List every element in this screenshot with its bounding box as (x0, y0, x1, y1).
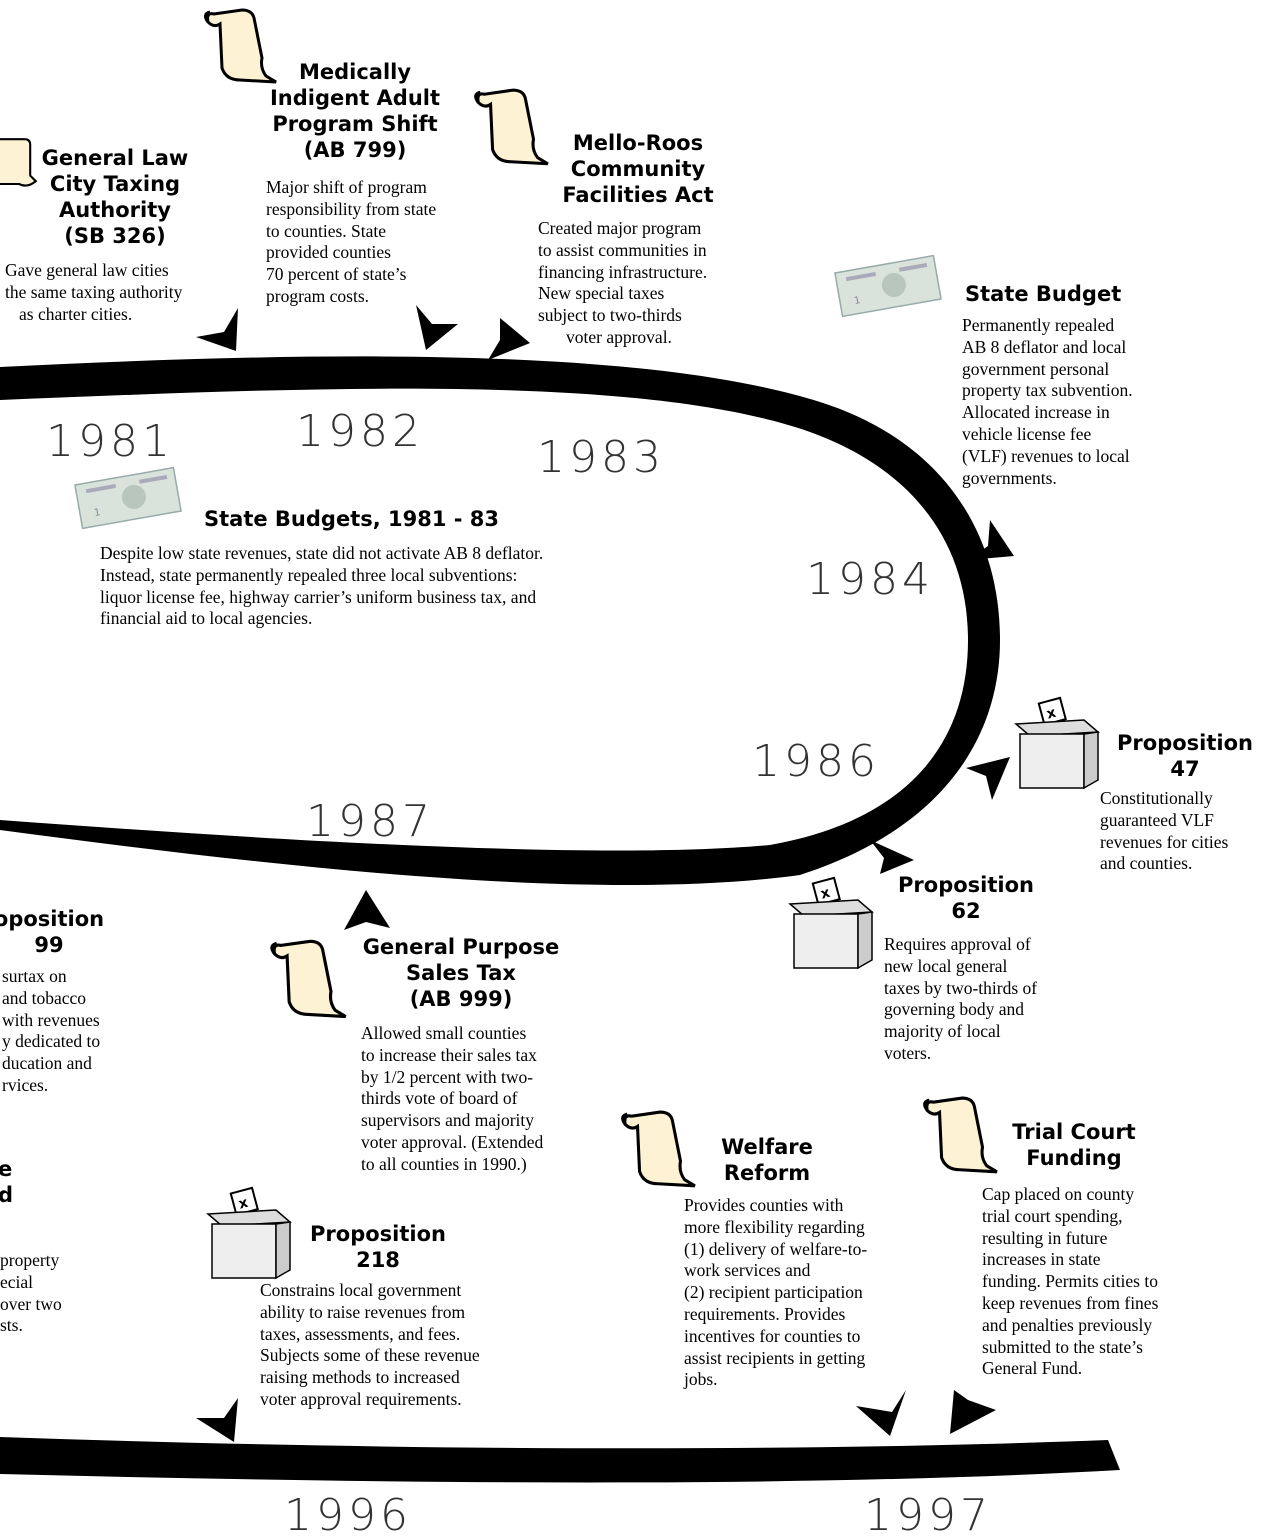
arrow-sb326 (196, 308, 238, 351)
svg-text:x: x (237, 1195, 250, 1213)
svg-text:x: x (1045, 705, 1058, 723)
year-1983: 1983 (537, 432, 665, 483)
svg-text:1: 1 (853, 295, 861, 307)
arrow-prop47 (966, 757, 1010, 800)
arrow-trialcourt (950, 1390, 996, 1434)
scroll-icon (466, 86, 556, 177)
ballot-box-icon: x (204, 1186, 292, 1287)
arrow-welfare (856, 1390, 906, 1436)
year-1984: 1984 (806, 554, 934, 605)
dollar-bill-icon: 1 (72, 462, 184, 539)
svg-text:1: 1 (93, 507, 101, 519)
year-1987: 1987 (306, 796, 434, 847)
year-1982: 1982 (296, 406, 424, 457)
event-budget84-title: State Budget (965, 282, 1122, 306)
scroll-icon (912, 1094, 1008, 1185)
scroll-icon (610, 1108, 706, 1199)
arrow-ab799 (416, 305, 458, 350)
ballot-box-icon: x (1012, 696, 1100, 797)
arrow-budget84 (968, 520, 1014, 560)
arrow-ab999 (344, 890, 390, 930)
ballot-box-icon: x (786, 876, 874, 977)
timeline-road-lower (0, 1437, 1120, 1483)
year-1986: 1986 (752, 736, 880, 787)
year-1996: 1996 (284, 1490, 412, 1537)
event-budget8183-title: State Budgets, 1981 - 83 (204, 507, 500, 531)
event-budget8183-desc: Despite low state revenues, state did no… (100, 543, 544, 629)
year-1981: 1981 (46, 416, 174, 467)
svg-text:x: x (819, 885, 832, 903)
timeline-road-upper (0, 356, 1000, 885)
arrow-mello (488, 318, 530, 360)
scroll-icon (0, 128, 40, 203)
scroll-icon (196, 6, 284, 95)
scroll-icon (262, 936, 354, 1031)
dollar-bill-icon: 1 (832, 250, 944, 327)
arrow-prop62 (870, 840, 914, 874)
year-1997: 1997 (864, 1490, 992, 1537)
arrow-prop218 (196, 1398, 238, 1442)
